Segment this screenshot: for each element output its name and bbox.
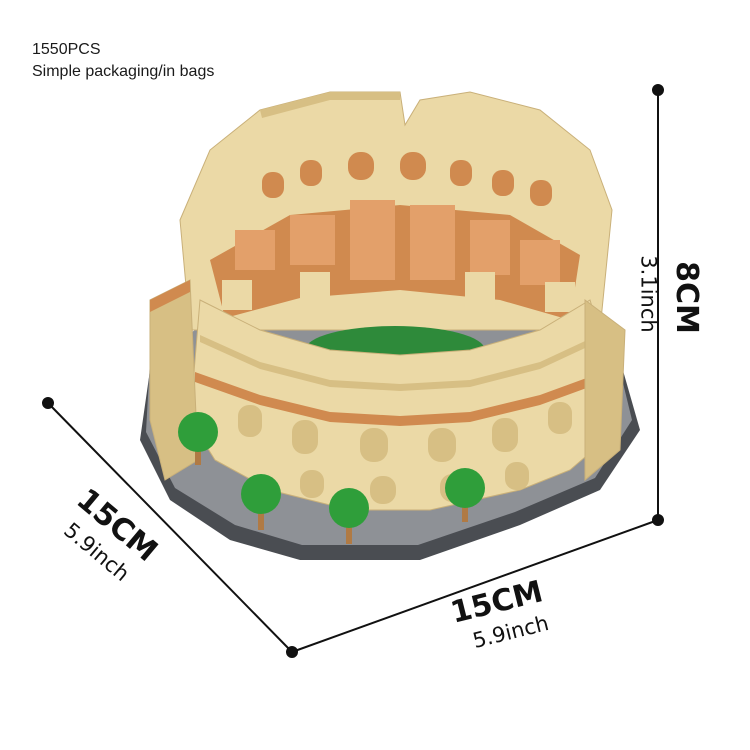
seating-tiers <box>210 200 580 320</box>
dimension-lines <box>42 84 664 658</box>
height-cm-label: 8CM <box>668 261 704 334</box>
dim-endpoint <box>42 397 54 409</box>
piece-count: 1550PCS <box>32 41 101 58</box>
width-line <box>291 519 659 653</box>
tree <box>241 474 281 530</box>
colosseum-front-wall <box>189 299 606 511</box>
dim-endpoint <box>652 84 664 96</box>
packaging-note: Simple packaging/in bags <box>32 63 215 80</box>
tree <box>445 468 485 522</box>
trees <box>178 412 485 544</box>
tree <box>329 488 369 544</box>
dim-endpoint <box>286 646 298 658</box>
tree <box>178 412 218 465</box>
colosseum-right-fragment <box>584 299 626 482</box>
height-inch-label: 3.1inch <box>636 255 661 333</box>
depth-line <box>47 402 293 653</box>
dim-endpoint <box>652 514 664 526</box>
